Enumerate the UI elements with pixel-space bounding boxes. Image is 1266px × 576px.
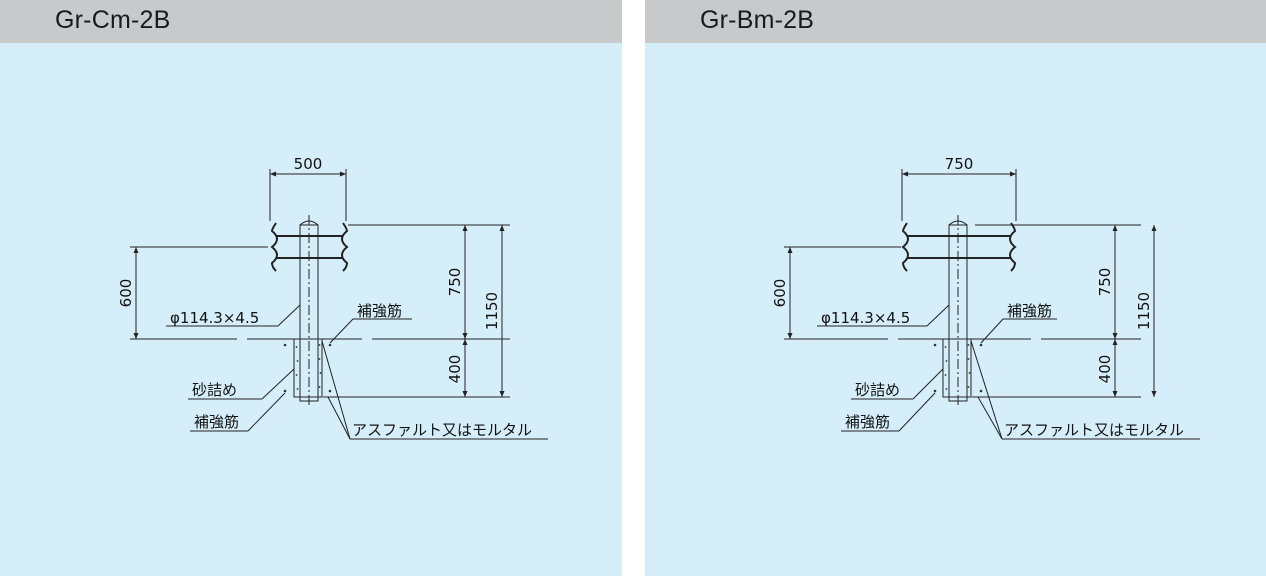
sand-fill-dots [283, 343, 332, 393]
label-rebar-bottom: 補強筋 [190, 392, 286, 432]
dimension-label: 400 [446, 355, 464, 384]
dimension-label: 750 [1096, 268, 1114, 297]
guardrail-cross-section-drawing: 750 600 750 400 1150 [771, 155, 1200, 440]
dimension-total-height: 1150 [1135, 225, 1157, 397]
svg-text:補強筋: 補強筋 [845, 413, 890, 431]
dimension-label: 600 [771, 279, 789, 308]
sand-fill-dots [933, 343, 983, 393]
guardrail-cross-section-drawing: 500 600 750 400 1150 [117, 155, 548, 440]
svg-text:φ114.3×4.5: φ114.3×4.5 [170, 309, 259, 327]
dimension-total-height: 1150 [483, 225, 505, 397]
panel-header: Gr-Cm-2B [0, 0, 622, 43]
label-rebar-top: 補強筋 [980, 302, 1057, 344]
svg-text:砂詰め: 砂詰め [192, 381, 237, 399]
dimension-label: 500 [294, 155, 323, 173]
label-rebar-top: 補強筋 [329, 302, 412, 344]
svg-text:φ114.3×4.5: φ114.3×4.5 [821, 309, 910, 327]
dimension-label: 750 [446, 268, 464, 297]
dimension-embed-depth: 400 [446, 339, 468, 397]
dimension-label: 750 [945, 155, 974, 173]
dimension-label: 1150 [483, 292, 501, 330]
label-surface: アスファルト又はモルタル [970, 340, 1200, 440]
svg-text:アスファルト又はモルタル: アスファルト又はモルタル [352, 421, 532, 439]
panel-title: Gr-Cm-2B [55, 6, 171, 34]
dimension-rail-height: 600 [771, 246, 901, 339]
guard-rail-beam [270, 222, 349, 272]
label-rebar-bottom: 補強筋 [841, 392, 936, 432]
diagram-panel-gr-bm-2b: Gr-Bm-2B [645, 0, 1266, 576]
panel-header: Gr-Bm-2B [645, 0, 1266, 43]
svg-text:アスファルト又はモルタル: アスファルト又はモルタル [1004, 421, 1184, 439]
dimension-label: 600 [117, 279, 135, 308]
guard-rail-beam [901, 222, 1017, 272]
diagram-panel-gr-cm-2b: Gr-Cm-2B [0, 0, 622, 576]
panel-title: Gr-Bm-2B [700, 6, 815, 34]
dimension-rail-width: 500 [269, 155, 347, 221]
svg-text:補強筋: 補強筋 [1007, 302, 1052, 320]
svg-text:補強筋: 補強筋 [194, 413, 239, 431]
label-sand-fill: 砂詰め [188, 368, 295, 400]
svg-text:補強筋: 補強筋 [357, 302, 402, 320]
dimension-rail-width: 750 [901, 155, 1017, 221]
dimension-label: 400 [1096, 355, 1114, 384]
svg-text:砂詰め: 砂詰め [855, 381, 900, 399]
label-post-spec: φ114.3×4.5 [817, 304, 950, 327]
dimension-label: 1150 [1135, 292, 1153, 330]
dimension-rail-height: 600 [117, 246, 268, 339]
dimension-post-above: 750 [1096, 225, 1118, 339]
foundation [942, 338, 972, 398]
label-sand-fill: 砂詰め [851, 368, 944, 400]
label-post-spec: φ114.3×4.5 [166, 304, 301, 327]
dimension-post-above: 750 [446, 225, 468, 339]
dimension-embed-depth: 400 [1096, 339, 1118, 397]
label-surface: アスファルト又はモルタル [321, 340, 548, 440]
